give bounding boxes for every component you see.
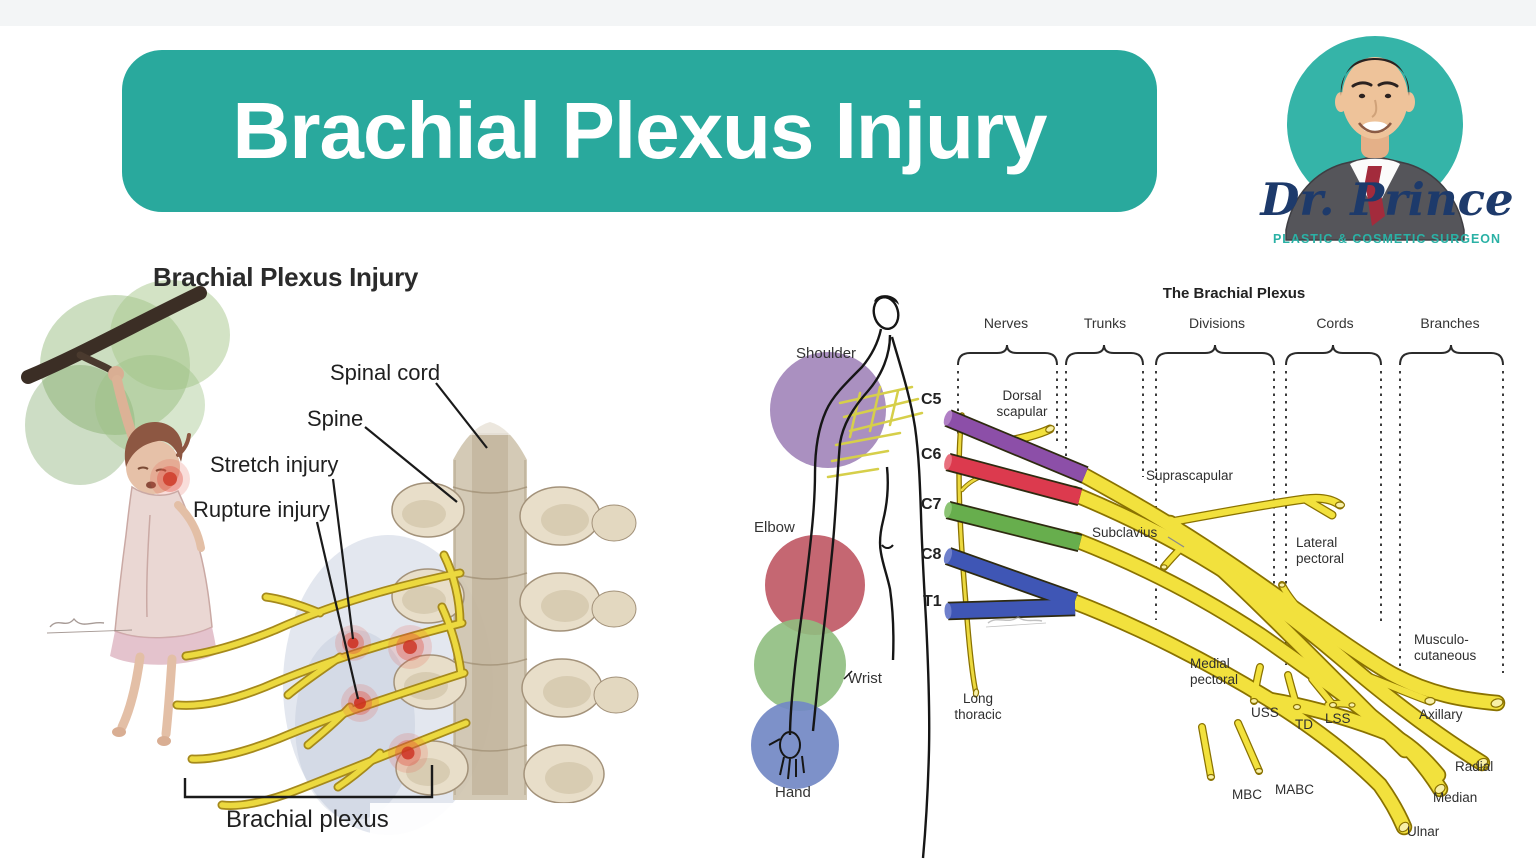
root-c8-band	[945, 548, 1078, 609]
doctor-name: Dr. Prince	[1260, 173, 1514, 226]
injury-illustration	[21, 280, 670, 864]
nerve-tips	[972, 425, 1504, 833]
label-medial-pectoral: Medial pectoral	[1190, 656, 1239, 687]
nerve-roots	[943, 409, 1089, 621]
label-root-c5: C5	[921, 391, 942, 408]
shoulder-injury-glow	[150, 459, 190, 499]
brachial-plexus-nerves	[172, 550, 471, 810]
root-c7-band	[946, 502, 1082, 551]
label-shoulder: Shoulder	[796, 345, 857, 362]
face	[1342, 57, 1408, 139]
root-c6-band	[946, 454, 1082, 505]
nose	[1371, 99, 1378, 118]
label-suprascapular: Suprascapular	[1146, 468, 1234, 483]
label-spine: Spine	[307, 406, 364, 431]
eyebrow-right	[1377, 81, 1399, 88]
top-strip	[0, 0, 1536, 26]
label-root-c6: C6	[921, 446, 942, 463]
child-figure	[108, 366, 217, 746]
plexus-yellow-bands	[1065, 464, 1504, 834]
body-region-circles	[751, 352, 886, 789]
label-mbc: MBC	[1232, 787, 1262, 802]
column-header-trunks: Trunks	[1083, 315, 1127, 331]
label-uss: USS	[1251, 705, 1279, 720]
label-root-c8: C8	[921, 546, 942, 563]
label-hand: Hand	[775, 784, 811, 801]
root-t1-band	[947, 599, 1076, 619]
tie	[1365, 166, 1385, 226]
hand-circle	[751, 701, 839, 789]
label-lateral-pectoral: Lateral pectoral	[1296, 535, 1345, 566]
column-header-nerves: Nerves	[983, 315, 1029, 331]
label-ulnar: Ulnar	[1407, 824, 1440, 839]
brachial-plexus-bracket	[183, 765, 434, 799]
diagram-signature	[985, 616, 1047, 628]
label-median: Median	[1433, 790, 1478, 805]
body-outline	[768, 295, 931, 859]
label-musculocutaneous: Musculo-cutaneous	[1414, 632, 1477, 663]
smile	[1358, 122, 1392, 134]
spine-illustration	[370, 415, 670, 864]
label-dorsal-scapular: Dorsal scapular	[996, 388, 1048, 419]
artist-signature	[46, 617, 133, 634]
label-long-thoracic: Long thoracic	[954, 691, 1002, 722]
armpit-nerve-twigs	[826, 385, 924, 479]
plexus-network	[993, 424, 1506, 836]
label-wrist: Wrist	[848, 670, 882, 687]
label-root-t1: T1	[923, 593, 942, 610]
column-header-branches: Branches	[1420, 315, 1480, 331]
label-radial: Radial	[1455, 759, 1494, 774]
column-header-cords: Cords	[1316, 315, 1354, 331]
label-mabc: MABC	[1275, 782, 1315, 797]
label-lss: LSS	[1325, 711, 1351, 726]
label-brachial-plexus: Brachial plexus	[226, 806, 389, 833]
label-td: TD	[1295, 717, 1313, 732]
right-figure-title: The Brachial Plexus	[1162, 285, 1306, 302]
label-stretch-injury: Stretch injury	[210, 452, 339, 477]
plexus-diagram	[751, 295, 1506, 859]
shoulder-circle	[770, 352, 886, 468]
eye-right	[1384, 93, 1392, 99]
label-axillary: Axillary	[1419, 707, 1463, 722]
doctor-subtitle: PLASTIC & COSMETIC SURGEON	[1272, 232, 1502, 246]
left-figure-title: Brachial Plexus Injury	[153, 262, 419, 292]
page-title: Brachial Plexus Injury	[232, 86, 1048, 175]
eye-left	[1358, 93, 1366, 99]
root-c5-band	[945, 411, 1088, 482]
label-rupture-injury: Rupture injury	[193, 497, 330, 522]
tree-foliage	[25, 280, 230, 485]
eyebrow-left	[1351, 81, 1373, 88]
label-root-c7: C7	[921, 496, 942, 513]
column-header-divisions: Divisions	[1188, 315, 1245, 331]
column-braces	[957, 344, 1504, 366]
label-elbow: Elbow	[754, 519, 795, 536]
title-banner: Brachial Plexus Injury	[122, 50, 1157, 212]
elbow-circle	[765, 535, 865, 635]
doctor-portrait	[1285, 36, 1465, 241]
diagram-leaders	[1167, 536, 1185, 548]
doctor-logo: Dr. Prince PLASTIC & COSMETIC SURGEON	[1238, 4, 1536, 262]
label-subclavius: Subclavius	[1092, 525, 1158, 540]
label-spinal-cord: Spinal cord	[330, 360, 441, 385]
leader-lines	[315, 382, 488, 700]
